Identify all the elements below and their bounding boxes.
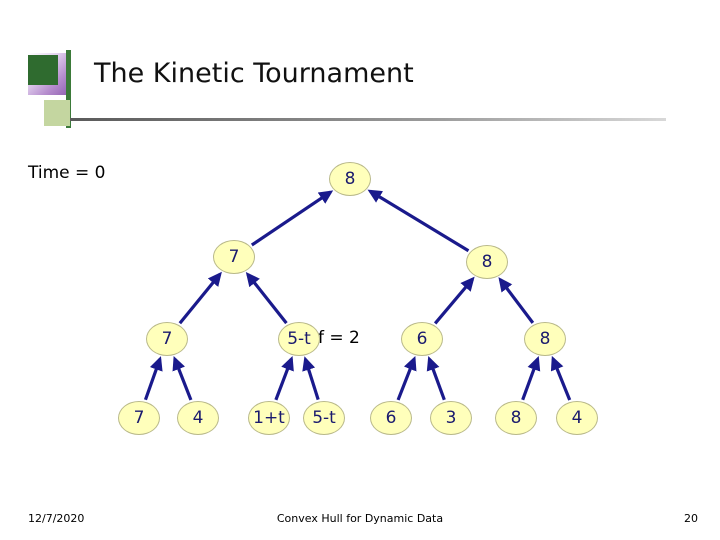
tree-node-l6: 3 (430, 401, 472, 435)
tree-node-l7: 8 (495, 401, 537, 435)
tree-node-n4: 5-t (278, 322, 320, 356)
footer-page-number: 20 (684, 512, 698, 525)
decoration-green-bar (66, 50, 71, 128)
tree-node-n6: 8 (524, 322, 566, 356)
tree-node-n5: 6 (401, 322, 443, 356)
tree-node-l5: 6 (370, 401, 412, 435)
tree-node-root: 8 (329, 162, 371, 196)
tree-node-n3: 7 (146, 322, 188, 356)
decoration-light-green-square (44, 100, 70, 126)
footer-date: 12/7/2020 (28, 512, 85, 525)
footer-subtitle: Convex Hull for Dynamic Data (276, 512, 444, 525)
tree-node-n2: 8 (466, 245, 508, 279)
time-label: Time = 0 (28, 163, 106, 183)
tree-node-l3: 1+t (248, 401, 290, 435)
title-divider (70, 118, 666, 121)
f-value-label: f = 2 (318, 328, 360, 348)
tree-node-l2: 4 (177, 401, 219, 435)
page-title: The Kinetic Tournament (94, 58, 414, 89)
tree-node-l1: 7 (118, 401, 160, 435)
tree-node-l4: 5-t (303, 401, 345, 435)
tree-node-n1: 7 (213, 240, 255, 274)
tree-node-l8: 4 (556, 401, 598, 435)
decoration-green-square (28, 55, 58, 85)
